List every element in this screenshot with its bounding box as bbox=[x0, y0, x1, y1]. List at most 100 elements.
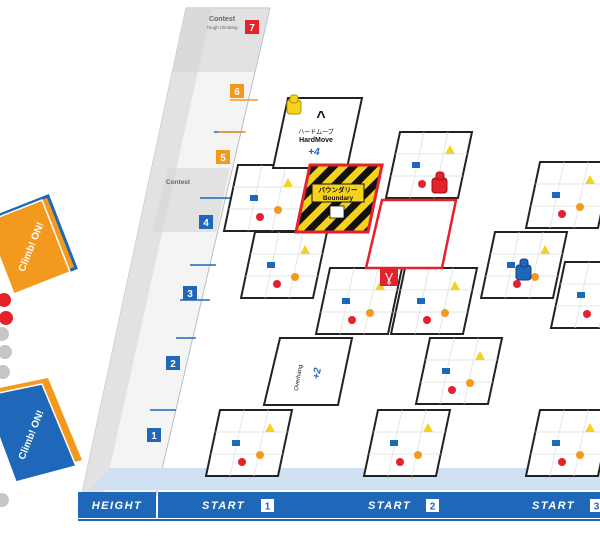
climbing-hold bbox=[232, 440, 240, 446]
climbing-hold bbox=[576, 451, 584, 459]
climbing-hold bbox=[585, 423, 595, 432]
climbing-tile bbox=[414, 337, 504, 405]
chip-stack bbox=[0, 293, 13, 507]
start-marker-1: START 1 bbox=[202, 499, 274, 513]
start-label: START bbox=[202, 500, 245, 512]
start-marker-2: START 2 bbox=[368, 499, 439, 513]
climbing-hold bbox=[250, 195, 258, 201]
climbing-hold bbox=[256, 451, 264, 459]
start-marker-3: START 3 bbox=[532, 499, 600, 513]
climbing-hold bbox=[423, 423, 433, 432]
climbing-hold bbox=[552, 192, 560, 198]
tile-grid-line bbox=[288, 231, 304, 299]
climbing-hold bbox=[466, 379, 474, 387]
hardmove-tile: ^ ハードムーブ HardMove +4 bbox=[271, 97, 364, 169]
climbing-hold bbox=[448, 386, 456, 394]
red-border-tile bbox=[364, 198, 458, 270]
climbing-hold bbox=[423, 316, 431, 324]
level-number: 2 bbox=[170, 359, 176, 370]
climbing-hold bbox=[441, 309, 449, 317]
level-number: 6 bbox=[234, 87, 240, 98]
boundary-en: Boundary bbox=[323, 195, 354, 202]
climbing-hold bbox=[418, 180, 426, 188]
start-bar-top bbox=[90, 468, 600, 490]
climbing-hold bbox=[442, 368, 450, 374]
contest-label-top: Contest bbox=[209, 16, 236, 23]
climbing-hold bbox=[390, 440, 398, 446]
start-label: START bbox=[532, 500, 575, 512]
level-badge-4: 4 bbox=[199, 215, 213, 229]
tile-grid-line bbox=[573, 409, 589, 477]
hardmove-value: +4 bbox=[308, 147, 320, 158]
climbing-hold bbox=[348, 316, 356, 324]
level-badge-2: 2 bbox=[166, 356, 180, 370]
hook-icon: Ɣ bbox=[385, 270, 394, 285]
card-deck-orange: Climb! ON! bbox=[0, 194, 78, 295]
level-ticks-orange bbox=[218, 99, 258, 133]
red-climber-pawn bbox=[431, 171, 448, 194]
start-label: START bbox=[368, 500, 411, 512]
start-number: 3 bbox=[594, 502, 600, 513]
climbing-tile bbox=[389, 267, 479, 335]
hardmove-jp: ハードムーブ bbox=[298, 128, 334, 136]
start-number: 2 bbox=[430, 502, 436, 513]
level-badge-6: 6 bbox=[230, 84, 244, 98]
level-number: 3 bbox=[187, 289, 193, 300]
climbing-tile bbox=[524, 161, 600, 229]
level-number: 7 bbox=[249, 23, 255, 34]
height-track-shade bbox=[78, 8, 212, 512]
boundary-tile: バウンダリー Boundary bbox=[294, 163, 384, 234]
climbing-tile bbox=[524, 409, 600, 477]
climbing-hold bbox=[238, 458, 246, 466]
climbing-hold bbox=[414, 451, 422, 459]
blue-climber-pawn bbox=[515, 258, 532, 281]
level-badge-7: 7 bbox=[245, 20, 259, 34]
tile-grid-line bbox=[528, 231, 544, 299]
climbing-hold bbox=[558, 458, 566, 466]
climbing-hold bbox=[583, 310, 591, 318]
climbing-tile bbox=[362, 409, 452, 477]
level-number: 4 bbox=[203, 218, 209, 229]
tiles-layer bbox=[204, 131, 600, 477]
climbing-hold bbox=[366, 309, 374, 317]
climbing-hold bbox=[513, 280, 521, 288]
card-deck-blue: Climb! ON! bbox=[0, 378, 82, 483]
level-badge-5: 5 bbox=[216, 150, 230, 164]
climbing-hold bbox=[300, 245, 310, 254]
climbing-hold bbox=[273, 280, 281, 288]
tile-grid-line bbox=[271, 164, 287, 232]
hardmove-en: HardMove bbox=[299, 137, 333, 144]
tile-grid-line bbox=[253, 409, 269, 477]
climbing-hold bbox=[576, 203, 584, 211]
climbing-hold bbox=[577, 292, 585, 298]
height-label-box bbox=[78, 492, 156, 518]
climbing-tile bbox=[384, 131, 474, 199]
tile-grid-line bbox=[411, 409, 427, 477]
climbing-hold bbox=[342, 298, 350, 304]
tile-grid-line bbox=[463, 337, 479, 405]
climbing-hold bbox=[585, 175, 595, 184]
overhang-value: +2 bbox=[311, 367, 324, 381]
tile-grid-line bbox=[438, 267, 454, 335]
warning-marker: Ɣ bbox=[380, 268, 398, 286]
climbing-hold bbox=[265, 423, 275, 432]
overhang-tile: Overhang +2 bbox=[262, 337, 354, 406]
level-number: 1 bbox=[151, 431, 157, 442]
climbing-tile bbox=[239, 231, 329, 299]
climbing-hold bbox=[291, 273, 299, 281]
climbing-hold bbox=[450, 281, 460, 290]
overhang-label: Overhang bbox=[294, 364, 304, 391]
level-number: 5 bbox=[220, 153, 226, 164]
climbing-hold bbox=[396, 458, 404, 466]
start-bar bbox=[158, 492, 600, 518]
climbing-hold bbox=[412, 162, 420, 168]
tile-grid-line bbox=[573, 161, 589, 229]
level-badge-1: 1 bbox=[147, 428, 161, 442]
climbing-hold bbox=[274, 206, 282, 214]
yellow-climber-pawn bbox=[286, 94, 302, 115]
climbing-hold bbox=[267, 262, 275, 268]
climbing-tile bbox=[204, 409, 294, 477]
climbing-hold bbox=[445, 145, 455, 154]
